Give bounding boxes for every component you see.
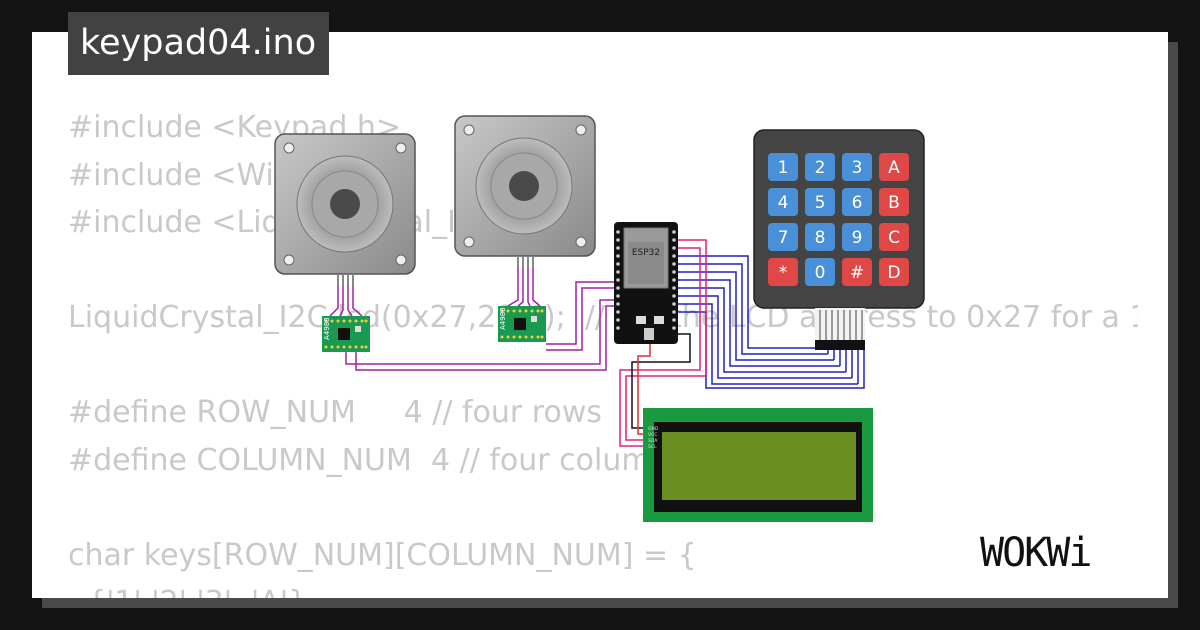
- project-title: keypad04.ino: [68, 12, 330, 75]
- keypad-key-label: 8: [815, 228, 826, 248]
- keypad-key-label: A: [888, 158, 900, 178]
- preview-card: #include <Keypad.h>#include <Wire.h>#inc…: [32, 32, 1168, 598]
- keypad-key[interactable]: 1: [768, 153, 798, 181]
- stepper-motor-1[interactable]: [274, 133, 416, 286]
- driver-2-label: A4988: [499, 307, 507, 330]
- keypad-key-label: C: [888, 228, 900, 248]
- keypad-key-label: 3: [852, 158, 863, 178]
- keypad-key[interactable]: A: [879, 153, 909, 181]
- keypad-wires: [678, 255, 865, 389]
- keypad-key-label: 5: [815, 193, 826, 213]
- keypad-key[interactable]: 8: [805, 223, 835, 251]
- keypad-key-label: 4: [778, 193, 789, 213]
- keypad-key[interactable]: D: [879, 258, 909, 286]
- lcd-i2c-display[interactable]: GND VCC SDA SCL: [643, 408, 873, 522]
- keypad-key[interactable]: B: [879, 188, 909, 216]
- keypad-key[interactable]: *: [768, 258, 798, 286]
- keypad-key[interactable]: C: [879, 223, 909, 251]
- keypad-key[interactable]: 7: [768, 223, 798, 251]
- code-line: #define ROW_NUM 4 // four rows: [68, 395, 602, 430]
- a4988-driver-1[interactable]: A4988: [322, 316, 370, 352]
- keypad-key-label: 6: [852, 193, 863, 213]
- keypad-key-label: 2: [815, 158, 826, 178]
- driver-wires: [345, 281, 614, 371]
- keypad-key-label: 1: [778, 158, 789, 178]
- lcd-pin-scl: SCL: [648, 444, 657, 450]
- keypad-key[interactable]: 6: [842, 188, 872, 216]
- keypad-key-label: #: [850, 263, 864, 283]
- lcd-wires: [619, 239, 707, 447]
- keypad-key[interactable]: 0: [805, 258, 835, 286]
- keypad-key[interactable]: 5: [805, 188, 835, 216]
- esp32-label: ESP32: [632, 248, 660, 258]
- keypad-key[interactable]: #: [842, 258, 872, 286]
- keypad-key-label: *: [779, 263, 788, 283]
- keypad-key[interactable]: 3: [842, 153, 872, 181]
- wokwi-logo: WOKWi: [980, 530, 1092, 574]
- lcd-pin-vcc: VCC: [648, 432, 657, 438]
- lcd-pin-sda: SDA: [648, 438, 658, 444]
- keypad-key-label: 9: [852, 228, 863, 248]
- esp32-board[interactable]: ESP32: [614, 222, 678, 344]
- keypad-key-label: 7: [778, 228, 789, 248]
- keypad-key-label: D: [887, 263, 900, 283]
- driver-1-label: A4988: [323, 317, 331, 340]
- keypad-key-label: 0: [815, 263, 826, 283]
- svg-text:WOKWi: WOKWi: [980, 530, 1090, 574]
- code-line: {'1','2','3', 'A'},: [68, 579, 1138, 598]
- a4988-driver-2[interactable]: A4988: [498, 306, 546, 342]
- stepper-motor-2[interactable]: [454, 115, 596, 268]
- membrane-keypad[interactable]: 1 2 3 A 4 5 6 B 7 8 9 C * 0 # D: [753, 129, 925, 350]
- keypad-key[interactable]: 4: [768, 188, 798, 216]
- keypad-key[interactable]: 2: [805, 153, 835, 181]
- lcd-pin-gnd: GND: [648, 426, 659, 432]
- motor-wires: [329, 268, 541, 317]
- keypad-key[interactable]: 9: [842, 223, 872, 251]
- code-line: char keys[ROW_NUM][COLUMN_NUM] = {: [68, 537, 697, 573]
- keypad-key-label: B: [888, 193, 900, 213]
